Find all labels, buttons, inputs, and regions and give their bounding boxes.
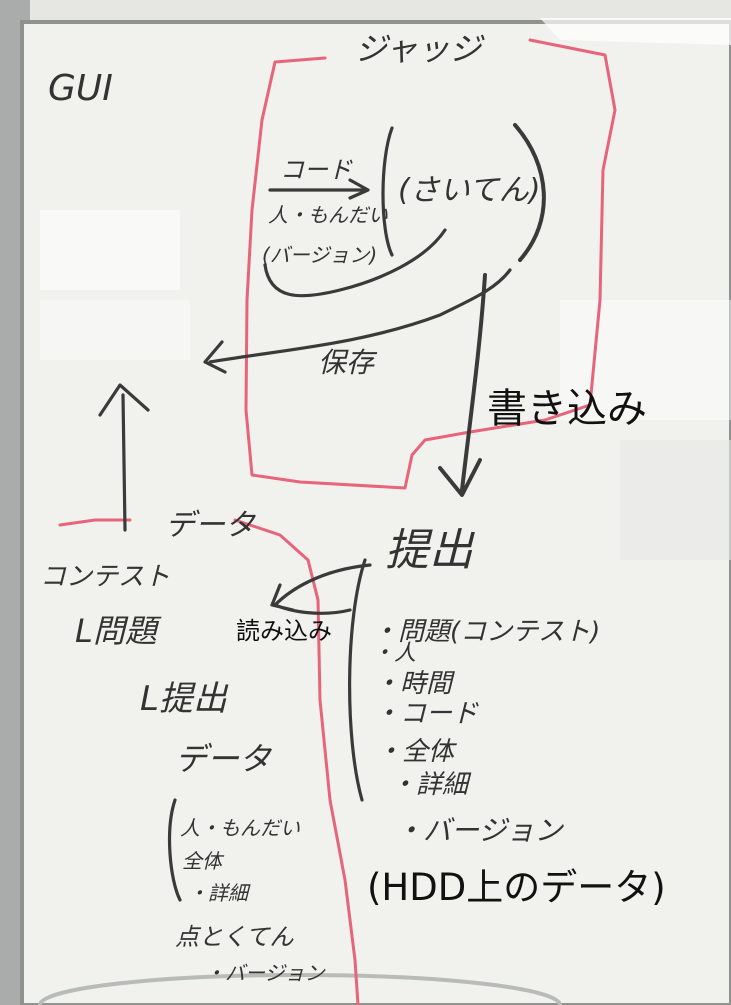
read-label: 読み込み [236, 617, 332, 645]
submit-item: ・バージョン [395, 814, 564, 847]
whiteboard-surface [22, 22, 731, 1005]
version-label: (バージョン) [262, 243, 377, 267]
person-problem-label: 人・もんだい [268, 203, 388, 227]
gui-heading: GUI [48, 68, 113, 109]
submit-heading: 提出 [385, 525, 475, 576]
judge-box-outline [244, 38, 617, 490]
save-label: 保存 [318, 346, 378, 379]
problem-label: L問題 [75, 612, 162, 650]
data-item: ・詳細 [188, 881, 251, 905]
submit-item: ・時間 [374, 669, 455, 699]
read-back-arrow [98, 383, 150, 532]
judge-heading: ジャッジ [355, 30, 485, 68]
read-arrow [270, 563, 372, 615]
submit-item: ・全体 [376, 737, 457, 767]
submit-item: ・問題(コンテスト) [372, 617, 600, 647]
submission-data-label: データ [175, 740, 273, 778]
data-item: 点とくてん [175, 923, 295, 951]
write-arrow [438, 273, 487, 497]
data-item: ・バージョン [205, 961, 326, 985]
grading-label: (さいてん) [398, 173, 541, 208]
submit-item: ・人 [372, 641, 416, 666]
submit-item: ・詳細 [390, 770, 472, 800]
submission-label: L提出 [140, 679, 229, 719]
code-label: コード [280, 156, 353, 184]
submit-item: ・コード [374, 699, 479, 729]
data-area-outline [233, 518, 360, 1005]
data-item: 人・もんだい [180, 816, 300, 840]
data-item: 全体 [182, 849, 225, 873]
write-label: 書き込み [487, 386, 647, 432]
data-heading: データ [165, 508, 256, 543]
hdd-data-label: (HDD上のデータ) [367, 866, 666, 909]
contest-label: コンテスト [40, 562, 170, 592]
